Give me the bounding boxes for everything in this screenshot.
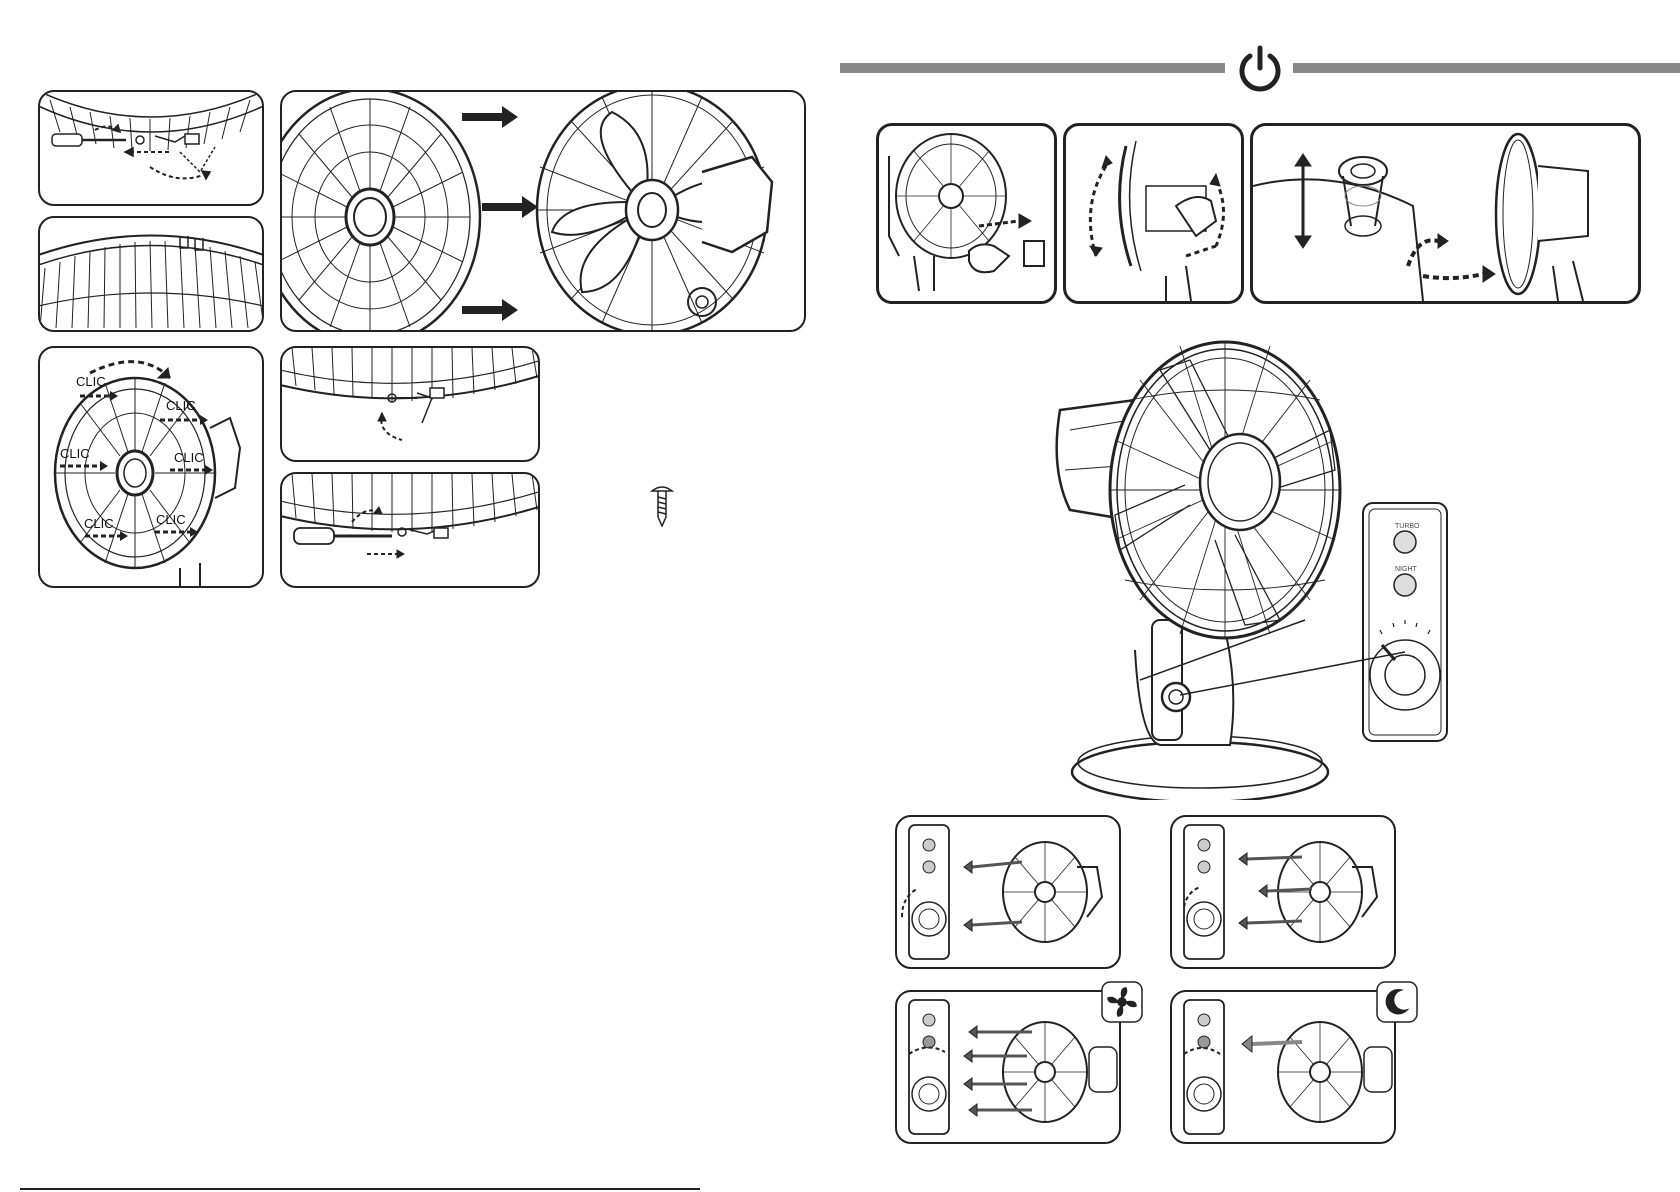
bottom-rule (20, 1188, 700, 1190)
speed-setting-panel (1170, 815, 1396, 969)
clic-label: CLIC (156, 512, 186, 527)
clic-label: CLIC (174, 450, 204, 465)
clic-label: CLIC (166, 398, 196, 413)
pointer-line (1180, 650, 1410, 710)
night-label: NIGHT (1395, 566, 1418, 573)
turbo-mode-panel (895, 990, 1121, 1144)
screw-icon (650, 483, 674, 527)
header-bar-left (840, 63, 1225, 73)
step-grille-assembly-panel (280, 90, 806, 332)
header-bar-right (1293, 63, 1680, 73)
step-remove-screw-panel (38, 90, 264, 206)
step-tilt-panel (1063, 123, 1244, 304)
step-clip-grille-panel: CLIC CLIC CLIC CLIC CLIC CLIC (38, 346, 264, 588)
moon-icon (1375, 980, 1419, 1024)
step-plug-in-panel (876, 123, 1057, 304)
clic-label: CLIC (76, 374, 106, 389)
turbo-label: TURBO (1395, 523, 1420, 530)
speed-setting-panel (895, 815, 1121, 969)
fan-icon (1100, 980, 1144, 1024)
step-insert-screw-panel (280, 346, 540, 462)
power-icon (1232, 44, 1288, 94)
clic-label: CLIC (84, 516, 114, 531)
night-mode-panel (1170, 990, 1396, 1144)
step-tighten-screw-panel (280, 472, 540, 588)
fan-main-illustration (1040, 320, 1350, 800)
step-grille-clips-panel (38, 216, 264, 332)
step-oscillation-panel (1250, 123, 1641, 304)
clic-label: CLIC (60, 446, 90, 461)
